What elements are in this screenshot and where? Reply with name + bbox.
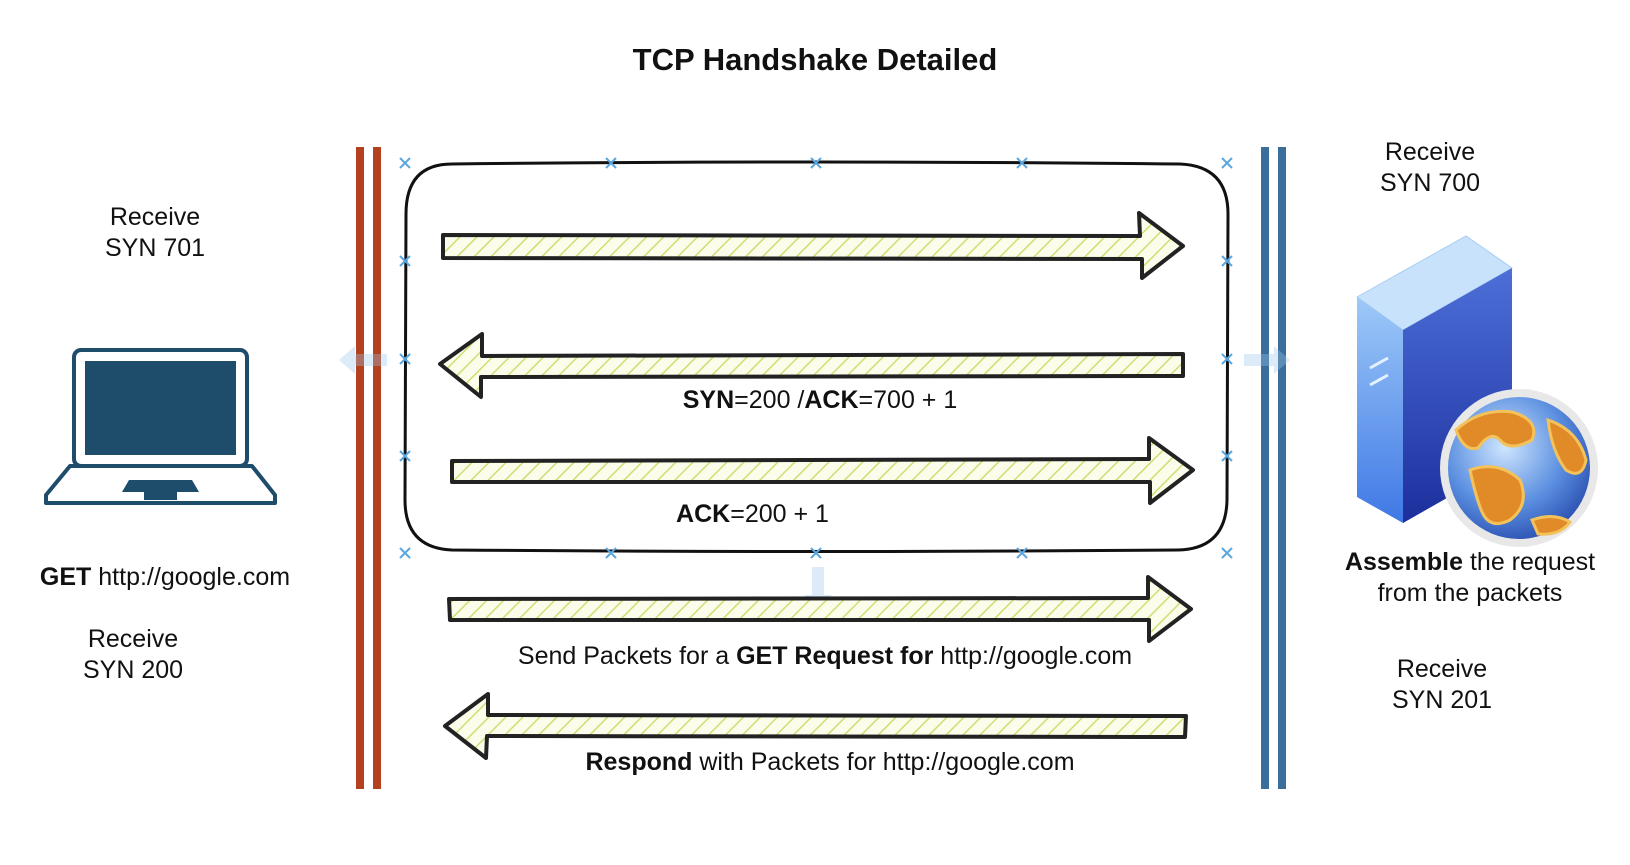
synack-label: SYN=200 /ACK=700 + 1 bbox=[682, 386, 958, 414]
ack-label: ACK=200 + 1 bbox=[676, 500, 829, 528]
server-globe-icon bbox=[1356, 235, 1598, 547]
arrow-syn-client-to-server[interactable] bbox=[441, 211, 1185, 280]
respond-label: Respond with Packets for http://google.c… bbox=[585, 748, 1075, 776]
server-receive-top: Receive SYN 700 bbox=[1379, 138, 1481, 197]
server-receive-bottom: Receive SYN 201 bbox=[1391, 655, 1493, 714]
arrow-synack-server-to-client[interactable] bbox=[438, 332, 1185, 399]
client-get-label: GET http://google.com bbox=[39, 563, 291, 591]
server-lifeline bbox=[1261, 147, 1286, 789]
send-get-label: Send Packets for a GET Request for http:… bbox=[517, 642, 1133, 670]
laptop-icon bbox=[44, 348, 277, 505]
client-lifeline bbox=[356, 147, 381, 789]
arrow-respond-packets[interactable] bbox=[443, 692, 1188, 760]
arrow-send-get-request[interactable] bbox=[447, 575, 1193, 643]
client-receive-bottom: Receive SYN 200 bbox=[82, 625, 184, 684]
handshake-group-box[interactable] bbox=[403, 160, 1230, 553]
page-title: TCP Handshake Detailed bbox=[632, 42, 998, 77]
selection-handles[interactable] bbox=[399, 157, 1233, 559]
client-receive-top: Receive SYN 701 bbox=[104, 203, 206, 262]
arrow-ack-client-to-server[interactable] bbox=[450, 436, 1195, 505]
faint-connector-left bbox=[339, 346, 387, 374]
faint-connector-right bbox=[1244, 346, 1290, 374]
server-assemble-label: Assemble the request from the packets bbox=[1344, 548, 1596, 607]
